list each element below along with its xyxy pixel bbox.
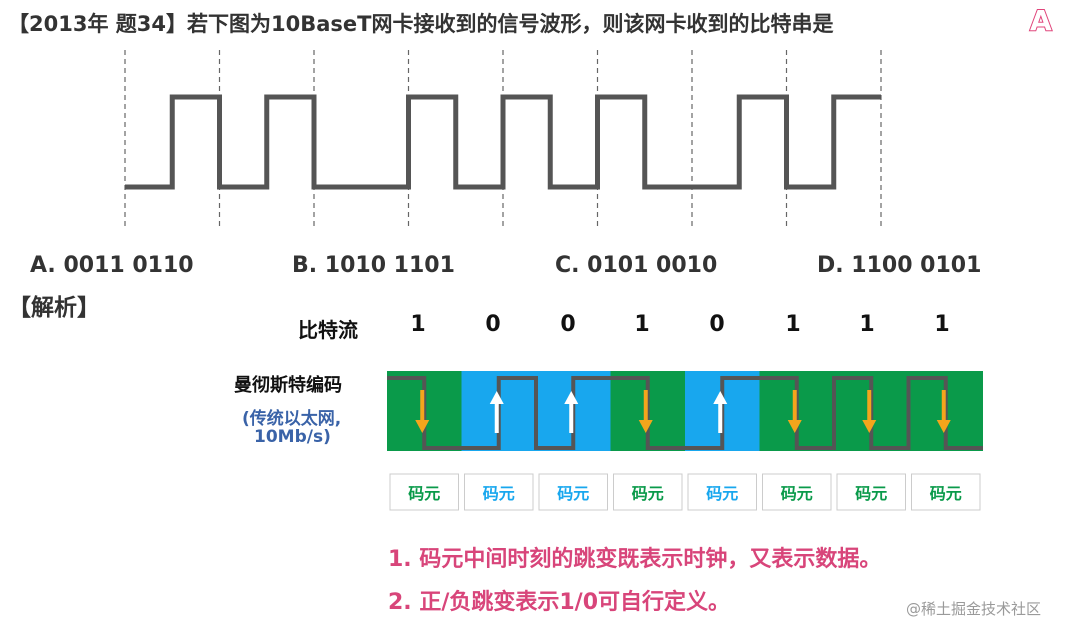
manchester-sub-label-2: 10Mb/s) <box>254 427 331 447</box>
symbol-label: 码元 <box>632 484 664 503</box>
symbol-box <box>538 473 608 511</box>
watermark: @稀土掘金技术社区 <box>906 600 1042 618</box>
symbol-label: 码元 <box>781 484 813 503</box>
waveform-line <box>125 94 881 190</box>
note-1: 1. 码元中间时刻的跳变既表示时钟，又表示数据。 <box>388 547 882 572</box>
option-d[interactable]: D. 1100 0101 <box>817 253 982 278</box>
down-arrow-icon <box>862 420 877 433</box>
option-b[interactable]: B. 1010 1101 <box>292 253 455 278</box>
symbol-box <box>911 473 981 511</box>
symbol-row: 码元 码元 码元 码元 码元 码元 码元 码元 <box>389 473 981 511</box>
waveform-diagram <box>124 50 882 230</box>
symbol-label: 码元 <box>408 484 440 503</box>
symbol-label: 码元 <box>483 484 515 503</box>
down-arrow-icon <box>638 420 653 433</box>
symbol-box <box>389 473 459 511</box>
bit-6: 1 <box>785 312 801 337</box>
up-arrow-icon <box>564 391 579 404</box>
bitstream-label: 比特流 <box>298 318 358 342</box>
down-arrow-icon <box>936 420 951 433</box>
bit-8: 1 <box>934 312 950 337</box>
symbol-label: 码元 <box>706 484 738 503</box>
note-2: 2. 正/负跳变表示1/0可自行定义。 <box>388 590 731 615</box>
symbol-label: 码元 <box>855 484 887 503</box>
option-a[interactable]: A. 0011 0110 <box>30 253 194 278</box>
symbol-box <box>836 473 906 511</box>
down-arrow-icon <box>787 420 802 433</box>
symbol-box <box>762 473 832 511</box>
symbol-label: 码元 <box>557 484 589 503</box>
question-title: 【2013年 题34】若下图为10BaseT网卡接收到的信号波形，则该网卡收到的… <box>8 12 834 36</box>
symbol-box <box>464 473 534 511</box>
down-arrow-icon <box>415 420 430 433</box>
bit-4: 1 <box>634 312 650 337</box>
bit-5: 0 <box>709 312 725 337</box>
symbol-box <box>687 473 757 511</box>
manchester-diagram: 码元 码元 码元 码元 码元 码元 码元 码元 <box>387 371 983 511</box>
bit-3: 0 <box>560 312 576 337</box>
manchester-label: 曼彻斯特编码 <box>234 375 342 396</box>
manchester-sub-label-1: (传统以太网, <box>242 409 342 429</box>
bit-1: 1 <box>410 312 426 337</box>
answer-badge: A <box>1029 3 1053 38</box>
option-c[interactable]: C. 0101 0010 <box>555 253 718 278</box>
bit-2: 0 <box>485 312 501 337</box>
bit-7: 1 <box>859 312 875 337</box>
up-arrow-icon <box>713 391 728 404</box>
symbol-label: 码元 <box>930 484 962 503</box>
manchester-cells <box>387 371 983 451</box>
manchester-arrows <box>415 390 951 433</box>
up-arrow-icon <box>489 391 504 404</box>
symbol-box <box>613 473 683 511</box>
analysis-heading: 【解析】 <box>8 295 100 321</box>
